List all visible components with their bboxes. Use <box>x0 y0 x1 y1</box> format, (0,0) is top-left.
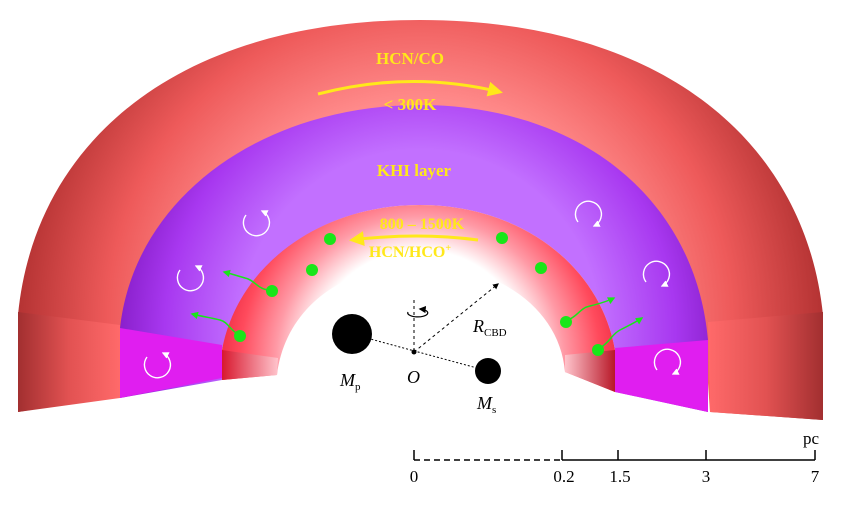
clump-icon <box>266 285 278 297</box>
scale-tick-label: 0 <box>410 467 419 486</box>
scale-tick-label: 0.2 <box>553 467 574 486</box>
origin-label: O <box>407 367 420 387</box>
binary-separation-line <box>351 333 489 372</box>
inner-temperature-label: 800 – 1500K <box>380 216 465 233</box>
axis-rotation-icon <box>407 305 429 318</box>
rotation-arrow-icon <box>653 348 682 375</box>
scale-tick-label: 1.5 <box>609 467 630 486</box>
secondary-label: Ms <box>476 393 496 416</box>
central-binary <box>332 283 501 384</box>
outflow-arrow-icon <box>222 269 271 291</box>
secondary-mass-text: M <box>476 393 493 413</box>
secondary-subscript: s <box>492 404 496 416</box>
outer-molecule-label: HCN/CO <box>376 49 444 68</box>
clump-icon <box>324 233 336 245</box>
primary-label: Mp <box>339 370 361 393</box>
radius-subscript: CBD <box>484 327 507 339</box>
khi-layer-label: KHI layer <box>377 161 452 180</box>
scale-bar <box>413 450 816 461</box>
clump-icon <box>560 316 572 328</box>
clump-icon <box>535 262 547 274</box>
clump-icon <box>306 264 318 276</box>
outer-torus <box>18 20 823 420</box>
vortex-rotation-icons <box>143 200 682 379</box>
outer-temperature-label: < 300K <box>384 95 437 114</box>
primary-mass-text: M <box>339 370 356 390</box>
primary-subscript: p <box>355 381 361 393</box>
rotation-arrow-icon <box>242 210 271 237</box>
scale-tick-label: 7 <box>811 467 820 486</box>
inner-rotation-arrow-icon <box>349 231 479 247</box>
scale-unit-label: pc <box>803 429 820 448</box>
rotation-arrow-icon <box>143 352 172 379</box>
outflow-arrow-icon <box>599 317 644 349</box>
inner-molecule-label: HCN/HCO+ <box>369 243 451 261</box>
clump-outflows <box>190 269 644 349</box>
rotation-arrow-icon <box>574 200 603 227</box>
inner-molecule-text: HCN/HCO <box>369 244 445 261</box>
outflow-arrow-icon <box>190 311 239 335</box>
inner-ring <box>222 205 615 392</box>
inner-molecule-superscript: + <box>445 243 451 254</box>
outer-rotation-arrow-icon <box>317 80 503 97</box>
secondary-black-hole <box>475 358 501 384</box>
radius-label: RCBD <box>472 316 507 339</box>
primary-black-hole <box>332 314 372 354</box>
rotation-arrow-icon <box>642 260 671 287</box>
outflow-arrow-icon <box>567 297 616 321</box>
radius-text: R <box>472 316 484 336</box>
rotation-arrow-icon <box>176 265 205 292</box>
scale-tick-label: 3 <box>702 467 711 486</box>
radius-arrow <box>413 283 499 353</box>
clump-icon <box>496 232 508 244</box>
